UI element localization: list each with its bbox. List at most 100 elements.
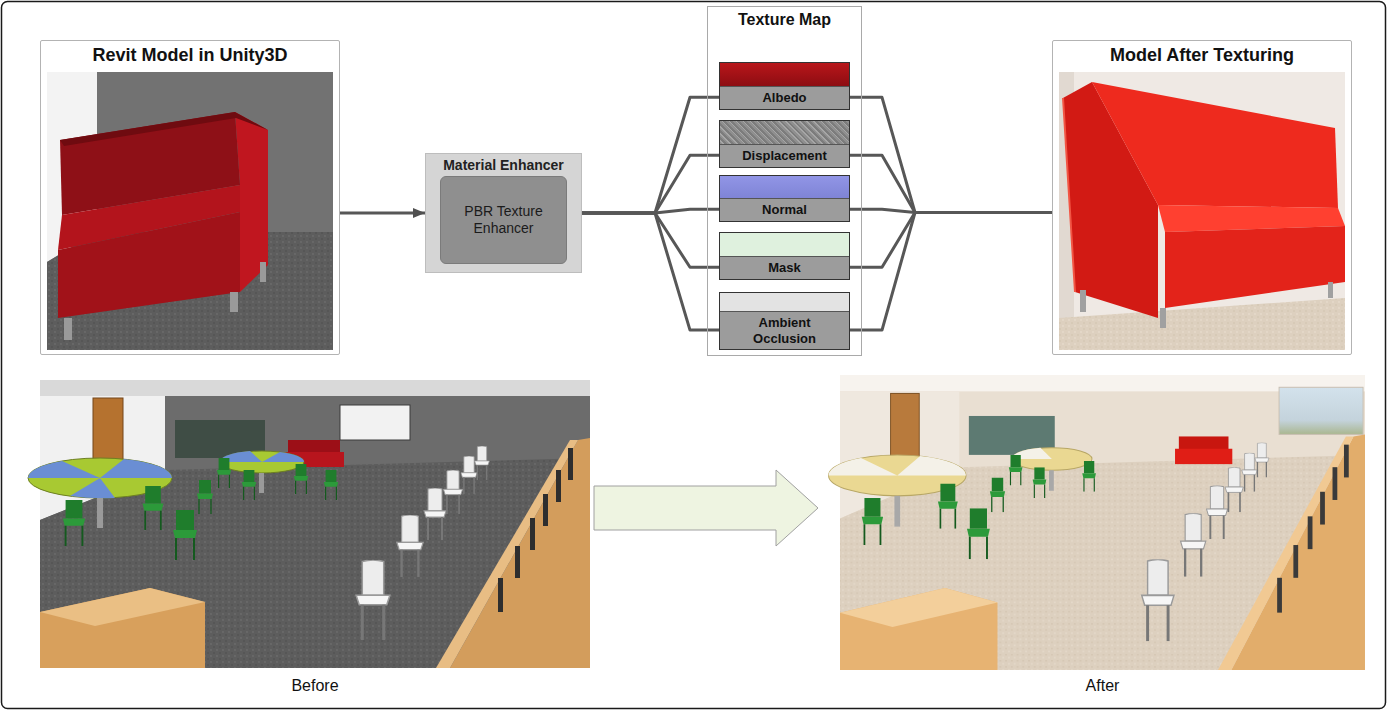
textured-sofa-render [1080,290,1086,312]
revit-sofa-render [230,292,238,312]
map-label: Albedo [720,86,849,109]
block-arrow [594,470,818,546]
image-caption: Before [291,676,338,705]
classroom-after-render [1009,455,1023,486]
texture-swatch [720,176,849,198]
panel-heading: Model After Texturing [1053,41,1351,67]
classroom-before-render [143,486,164,530]
classroom-before-render [568,448,573,480]
textured-sofa-render [1165,226,1345,308]
textured-sofa-render [1059,72,1345,350]
image-frame: Model After Texturing [1052,40,1352,355]
classroom-after-render [1175,449,1232,464]
map-label: Ambient Occlusion [720,311,849,349]
classroom-before-render [543,494,548,526]
connector-group [340,97,1052,546]
classroom-before-render [340,405,410,440]
map-label: Displacement [720,144,849,167]
classroom-after-render [1333,467,1338,500]
connector-line [582,155,719,213]
classroom-before-render [556,470,561,502]
classroom-before-render [217,458,231,488]
connector-line [582,97,719,213]
classroom-before-render [294,464,308,494]
classroom-after-render [894,496,900,527]
textured-sofa-render [1059,298,1345,350]
classroom-before-render [288,440,340,454]
connector-line [850,97,1052,212]
classroom-before-render [397,515,423,577]
map-label: Normal [720,198,849,221]
classroom-after-render [1293,545,1298,578]
classroom-before-render [450,438,590,668]
classroom-before-render [63,500,85,546]
classroom-after-render [897,456,966,475]
classroom-after-render [829,458,898,475]
classroom-before-render [97,498,103,528]
textured-sofa-render [1059,72,1345,350]
panel-heading: Revit Model in Unity3D [41,41,339,67]
classroom-before-render [28,461,100,478]
classroom-before-render [100,459,172,478]
classroom-after-render [938,484,958,529]
classroom-after-render [1012,448,1092,471]
enhancer-box: Material EnhancerPBR Texture Enhancer [425,153,582,273]
classroom-after-render [1225,467,1243,512]
revit-sofa-render [60,112,268,146]
classroom-after-render [1033,467,1047,498]
classroom-after-render [840,588,997,670]
panel-heading: Texture Map [708,7,861,29]
classroom-after-render [829,375,1365,670]
image-frame: Revit Model in Unity3D [40,40,340,355]
texture-swatch [720,233,849,256]
connector-line [850,155,1052,212]
classroom-after-render [1277,578,1282,613]
classroom-before-render [40,588,205,626]
classroom-before-render [424,488,446,540]
textured-sofa-render [1160,308,1166,328]
classroom-before-render [443,470,462,514]
texture-swatch [720,293,849,311]
connector-line [340,212,425,215]
classroom-after-render [1255,443,1269,478]
texture-map-item: Mask [719,232,850,280]
revit-sofa-render [47,72,333,350]
classroom-after-render [1308,516,1313,549]
classroom-before-render [197,480,213,514]
image-caption: After [1086,676,1120,705]
textured-sofa-render [1328,282,1333,298]
textured-sofa-render [1092,82,1338,208]
texture-swatch [720,121,849,144]
classroom-after-render [1179,436,1229,450]
classroom-before-render [515,546,520,578]
classroom-before-render [498,578,503,612]
classroom-before-render [28,380,590,668]
process-box: PBR Texture Enhancer [440,176,567,264]
texture-map-item: Ambient Occlusion [719,292,850,350]
box-heading: Material Enhancer [426,154,581,174]
connector-line [850,213,1052,331]
classroom-after-render [1279,387,1363,434]
revit-sofa-render [260,262,266,282]
image-panel: After [840,375,1365,705]
revit-sofa-render [58,212,240,318]
classroom-before-render [475,446,490,480]
texture-swatch [720,63,849,86]
classroom-after-render [1344,445,1349,478]
classroom-before-render [70,478,115,498]
classroom-before-render [262,452,304,462]
textured-sofa-render [1063,98,1075,292]
classroom-after-render [840,588,997,627]
classroom-after-render [990,477,1005,512]
classroom-before-render [356,560,390,640]
classroom-before-render [40,588,205,668]
classroom-before-render [324,470,338,500]
classroom-after-render [1231,434,1365,670]
connector-line [582,213,719,330]
texture-map-item: Albedo [719,62,850,110]
classroom-before-render [220,451,304,473]
image-panel: Before [40,380,590,705]
texture-map-item: Displacement [719,120,850,168]
